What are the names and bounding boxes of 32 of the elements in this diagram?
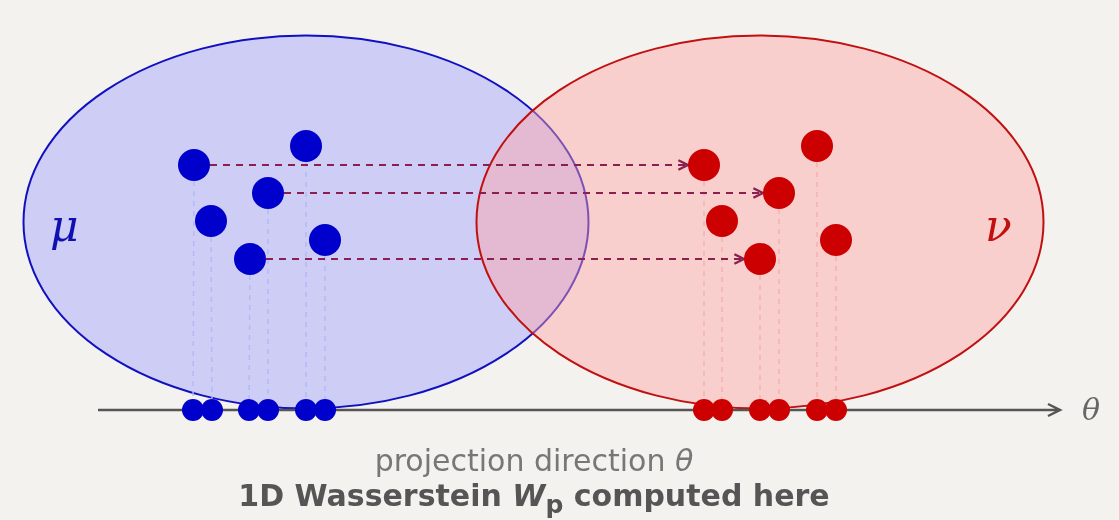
projected-point bbox=[314, 399, 336, 421]
projected-point bbox=[182, 399, 204, 421]
axis-label: θ bbox=[1082, 392, 1101, 427]
sample-point bbox=[688, 149, 720, 181]
sample-point bbox=[195, 205, 227, 237]
transport-arrow bbox=[265, 253, 746, 265]
sample-point bbox=[252, 177, 284, 209]
projected-point bbox=[238, 399, 260, 421]
projected-point bbox=[749, 399, 771, 421]
projected-point bbox=[201, 399, 223, 421]
distribution-symbol: ν bbox=[985, 204, 1012, 248]
projected-point bbox=[806, 399, 828, 421]
projected-point bbox=[711, 399, 733, 421]
sample-point bbox=[820, 224, 852, 256]
projected-point bbox=[825, 399, 847, 421]
sample-point bbox=[763, 177, 795, 209]
transport-arrow bbox=[283, 187, 765, 199]
sample-point bbox=[744, 243, 776, 275]
projected-point bbox=[295, 399, 317, 421]
projected-point bbox=[768, 399, 790, 421]
sample-point bbox=[309, 224, 341, 256]
axis-caption: projection direction θ bbox=[374, 443, 694, 478]
projected-point bbox=[693, 399, 715, 421]
sample-point bbox=[801, 130, 833, 162]
distribution-symbol: μ bbox=[50, 204, 79, 248]
projected-point bbox=[257, 399, 279, 421]
result-caption: 1D Wasserstein W$_{p}$ computed here bbox=[238, 478, 830, 519]
sample-point bbox=[234, 243, 266, 275]
sample-point bbox=[290, 130, 322, 162]
sample-point bbox=[706, 205, 738, 237]
sample-point bbox=[178, 149, 210, 181]
transport-arrow bbox=[209, 159, 690, 171]
